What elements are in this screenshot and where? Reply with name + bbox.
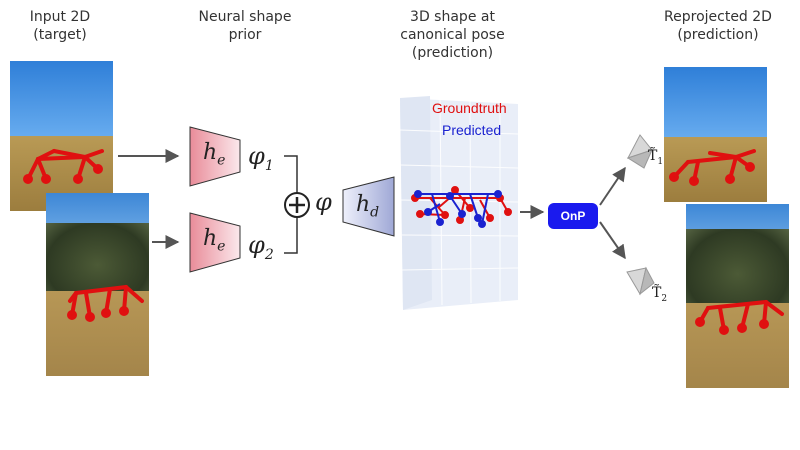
input-image-2 — [46, 193, 149, 376]
onp-block: OnP — [548, 203, 598, 229]
camera-1-icon — [626, 134, 653, 169]
neural-shape-prior-label: Neural shape prior — [198, 9, 292, 43]
encoder-1-label: he — [203, 140, 226, 169]
3d-shape-label: 3D shape at canonical pose (prediction) — [400, 9, 505, 61]
3d-grid-panel — [399, 96, 519, 310]
latent-combined-label: φ — [315, 188, 332, 216]
latent-1-label: φ1 — [248, 142, 274, 174]
reprojected-2d-label: Reprojected 2D (prediction) — [664, 9, 772, 43]
groundtruth-skeleton — [411, 186, 512, 224]
connector-latent1 — [284, 155, 298, 193]
connector-latent2 — [284, 217, 298, 254]
encoder-2-label: he — [203, 226, 226, 255]
camera-2-icon — [626, 266, 655, 296]
input-2-skeleton — [67, 285, 144, 322]
reprojected-2-skeleton — [695, 300, 784, 335]
reprojected-image-1 — [664, 67, 767, 202]
decoder-label: hd — [356, 192, 380, 221]
arrow-onp-t2 — [599, 221, 626, 260]
transform-2-label: T̃2 — [652, 285, 668, 304]
encoder-2-shape — [189, 212, 241, 273]
input-image-1 — [10, 61, 113, 211]
legend-predicted: Predicted — [442, 122, 502, 138]
reprojected-1-skeleton — [669, 149, 756, 186]
input-1-skeleton — [23, 149, 104, 184]
transform-1-label: T̃1 — [648, 148, 664, 167]
legend-groundtruth: Groundtruth — [432, 100, 507, 116]
predicted-skeleton — [414, 190, 502, 228]
input-2d-label: Input 2D (target) — [29, 9, 91, 43]
arrow-onp-t1 — [599, 166, 626, 206]
encoder-1-shape — [189, 126, 241, 187]
latent-2-label: φ2 — [248, 231, 274, 263]
reprojected-image-2 — [686, 204, 789, 388]
decoder-shape — [342, 176, 395, 237]
